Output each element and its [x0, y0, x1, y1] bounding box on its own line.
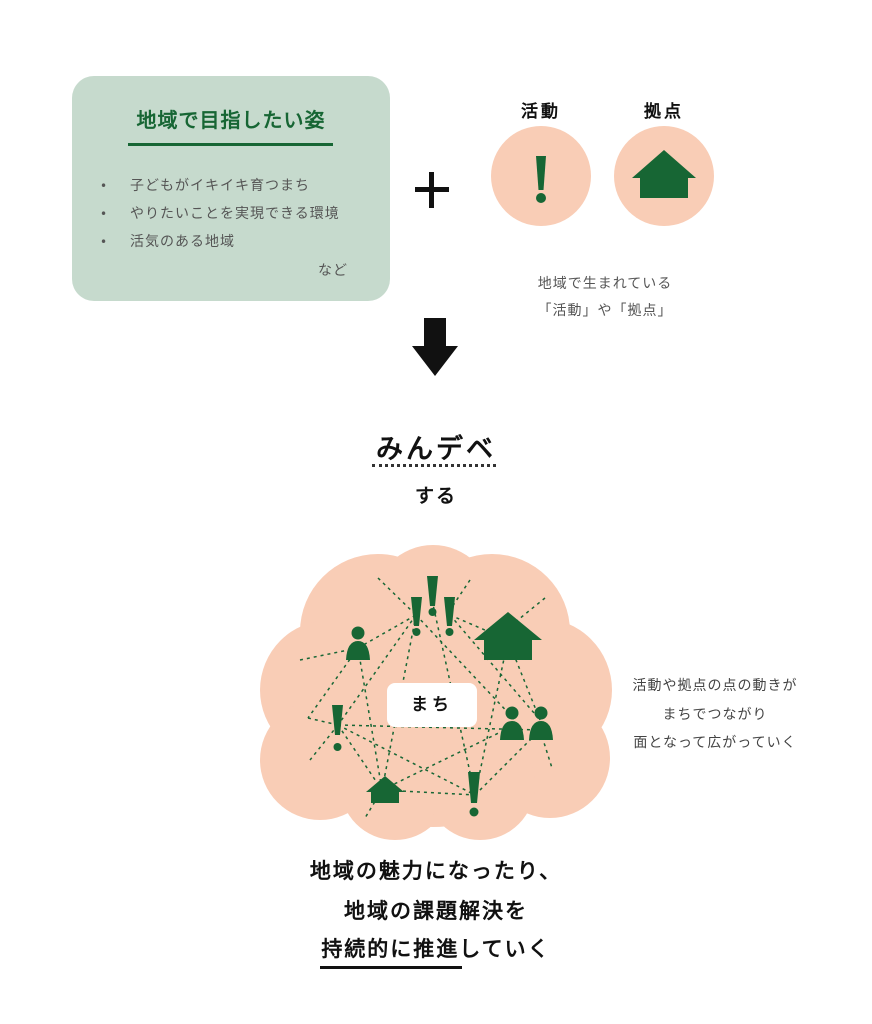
bullet: •	[100, 207, 109, 221]
bottom-line-2: 地域の課題解決を	[344, 899, 528, 923]
exclamation-icon	[427, 576, 438, 616]
town-label: まち	[387, 683, 477, 727]
bottom-line-1: 地域の魅力になったり、	[309, 859, 563, 883]
house-icon	[366, 776, 404, 803]
side-caption-line: 面となって広がっていく	[633, 735, 797, 751]
side-caption-line: まちでつながり	[662, 706, 768, 723]
goal-item-label: 子どもがイキイキ育つまち	[130, 178, 310, 194]
goal-item: • 子どもがイキイキ育つまち	[100, 176, 340, 204]
plus-icon	[415, 170, 449, 210]
exclamation-icon	[468, 772, 480, 817]
category-label-activity: 活動	[521, 102, 561, 122]
dotted-underline	[372, 464, 496, 467]
person-icon	[346, 626, 370, 660]
goal-item: • 活気のある地域	[100, 232, 340, 260]
person-icon	[529, 706, 553, 740]
arrow-down-icon	[412, 318, 458, 376]
person-icon	[500, 706, 524, 740]
bottom-line-3: 持続的に推進していく	[321, 937, 551, 961]
base-circle	[614, 126, 714, 226]
goal-title: 地域で目指したい姿	[136, 108, 326, 132]
goal-item-label: 活気のある地域	[130, 234, 235, 250]
goal-list: • 子どもがイキイキ育つまち • やりたいことを実現できる環境 • 活気のある地域	[100, 176, 340, 260]
goal-item: • やりたいことを実現できる環境	[100, 204, 340, 232]
exclamation-icon	[444, 597, 455, 636]
action-sub: する	[414, 485, 457, 507]
bottom-underline	[320, 966, 462, 969]
activity-circle	[491, 126, 591, 226]
category-label-base: 拠点	[644, 102, 684, 122]
exclamation-icon	[411, 597, 422, 636]
goal-title-underline	[128, 143, 333, 146]
bullet: •	[100, 179, 109, 193]
house-icon	[474, 612, 542, 660]
goal-etc: など	[318, 263, 348, 279]
goal-item-label: やりたいことを実現できる環境	[130, 206, 340, 222]
categories-caption-line2: 「活動」や「拠点」	[537, 303, 673, 319]
side-caption-line: 活動や拠点の点の動きが	[632, 678, 798, 694]
exclamation-icon	[332, 705, 343, 751]
bullet: •	[100, 235, 109, 249]
house-icon	[632, 150, 696, 198]
action-main: みんデベ	[376, 434, 496, 465]
exclamation-icon	[536, 156, 546, 203]
side-caption: 活動や拠点の点の動きが まちでつながり 面となって広がっていく	[615, 672, 815, 758]
goal-card	[72, 76, 390, 301]
categories-caption-line1: 地域で生まれている	[537, 276, 673, 292]
